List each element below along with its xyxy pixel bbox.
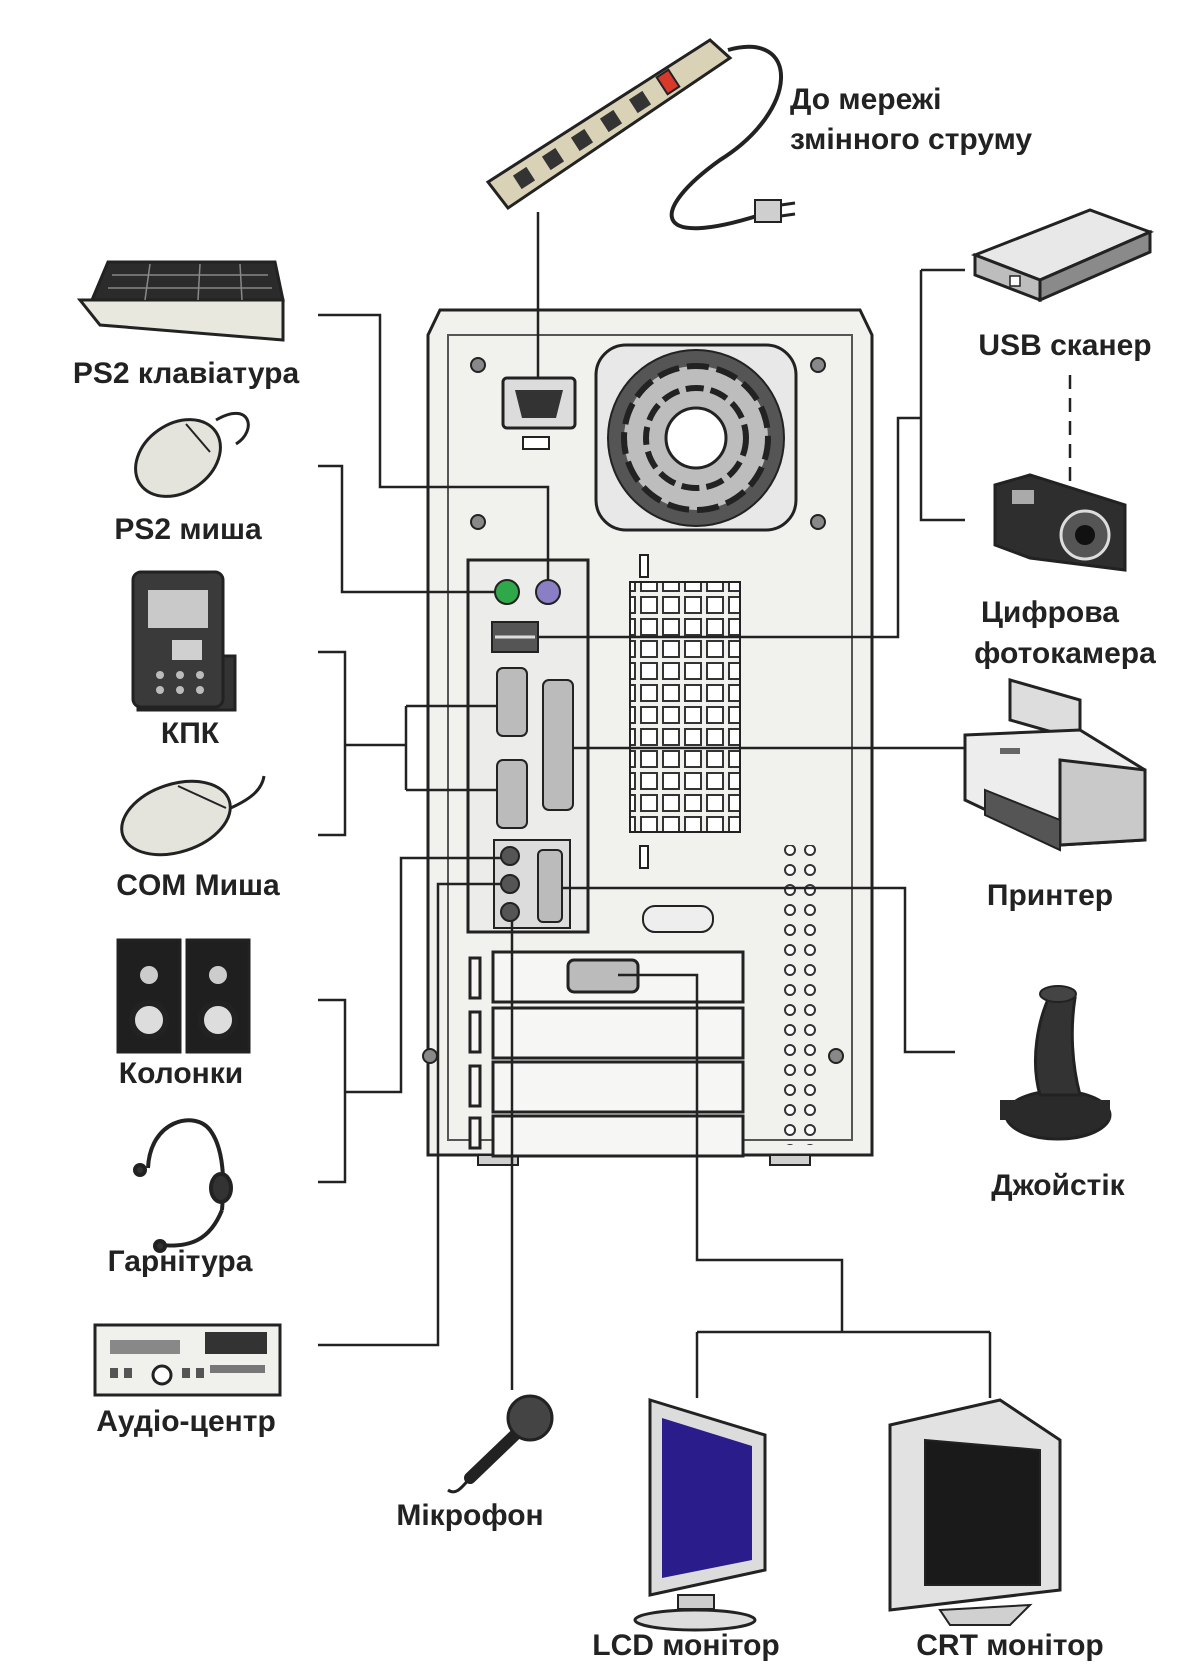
power-strip-icon (485, 38, 796, 231)
microphone-icon (447, 1394, 554, 1494)
connection-lines (318, 212, 1072, 1398)
speakers-icon (116, 938, 251, 1054)
case-vents (629, 581, 741, 833)
pda-icon (131, 570, 237, 712)
com-mouse-icon (120, 775, 266, 857)
ps2-keyboard-label: PS2 клавіатура (72, 357, 300, 390)
headset-label: Гарнітура (107, 1245, 253, 1278)
parallel-port (542, 679, 574, 811)
ps2-mouse-label: PS2 миша (114, 513, 262, 546)
mic-in (500, 902, 520, 922)
headset-icon (133, 1118, 233, 1253)
speakers-label: Колонки (118, 1057, 244, 1090)
camera-label-line2: фотокамера (974, 637, 1156, 670)
lcd-monitor-label: LCD монітор (592, 1629, 780, 1662)
audio-line-in (500, 846, 520, 866)
printer-icon (963, 678, 1147, 852)
printer-label: Принтер (986, 879, 1114, 912)
pda-label: КПК (160, 717, 220, 750)
ps2-mouse-icon (134, 411, 250, 498)
io-panel (466, 558, 590, 934)
ps2-mouse-port (494, 579, 520, 605)
ps2-keyboard-port (535, 579, 561, 605)
power-label-line1: До мережі (790, 83, 942, 116)
lcd-screen (662, 1418, 752, 1578)
joystick-label: Джойстік (991, 1169, 1125, 1202)
keyboard-icon (76, 260, 285, 342)
audio-line-out (500, 874, 520, 894)
microphone-label: Мікрофон (396, 1499, 544, 1532)
power-label-line2: змінного струму (790, 123, 1033, 156)
audio-center-label: Аудіо-центр (96, 1405, 276, 1438)
usb-scanner-icon (970, 208, 1155, 303)
com2-port (496, 759, 528, 829)
fan-grille (594, 343, 798, 532)
lcd-monitor-icon (633, 1397, 767, 1632)
crt-monitor-icon (888, 1398, 1062, 1626)
com1-port (496, 667, 528, 737)
digital-camera-icon (993, 473, 1127, 572)
joystick-icon (1000, 985, 1112, 1141)
side-holes (778, 845, 822, 1145)
com-mouse-label: COM Миша (116, 869, 280, 902)
usb-scanner-label: USB сканер (978, 329, 1152, 362)
crt-monitor-label: CRT монітор (916, 1629, 1104, 1662)
power-socket (501, 376, 577, 450)
game-port (537, 849, 563, 923)
camera-label-line1: Цифрова (981, 596, 1119, 629)
audio-center-icon (93, 1323, 282, 1397)
